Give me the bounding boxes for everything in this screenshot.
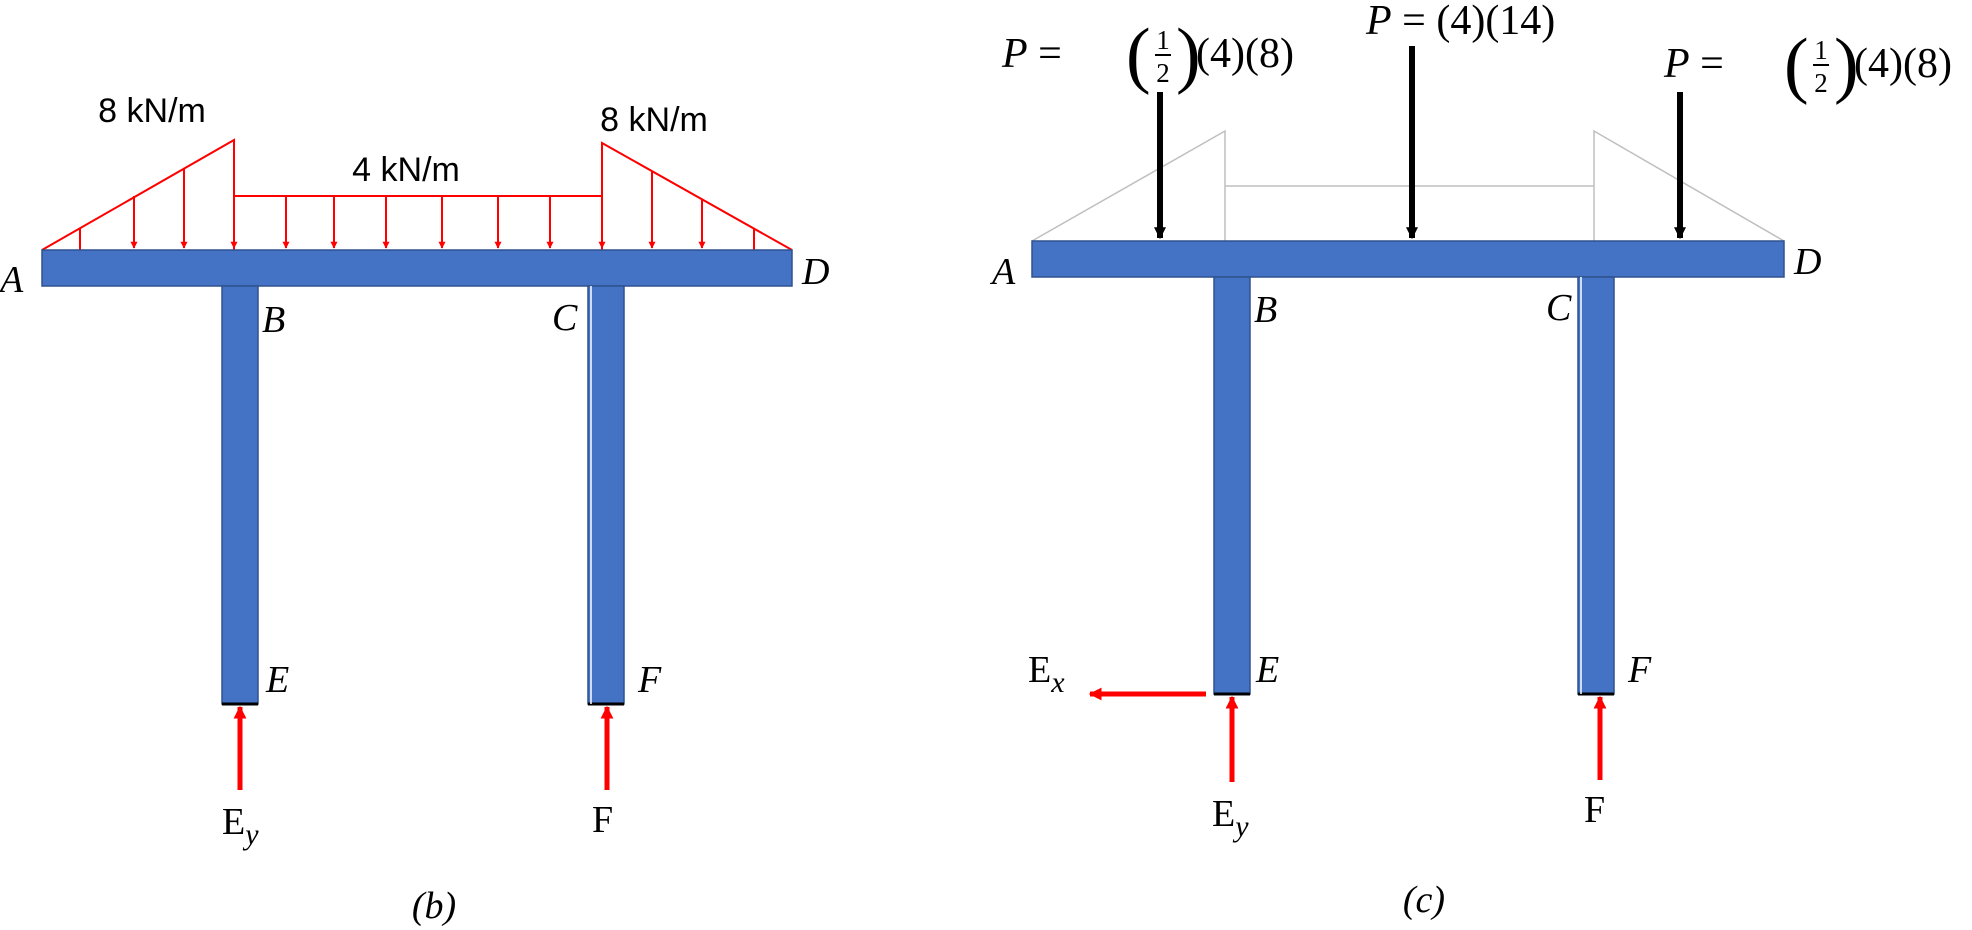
column-be [221,285,259,705]
guide-left-triangle [1031,129,1226,242]
force-mid-text: P = (4)(14) [1365,0,1555,44]
panel-b: 8 kN/m 4 kN/m 8 kN/m A B C D E F Ey F (b… [0,92,829,927]
reaction-label-f: F [592,799,613,841]
force-left-lhs: P = [1001,31,1062,77]
caption-b: (b) [412,885,456,927]
force-left-fraction-num: 1 [1156,25,1170,55]
node-label-c: C [552,297,578,339]
resultant-arrows [1154,46,1686,240]
node-label-a: A [989,251,1016,293]
force-left-paren-close: ) [1176,14,1201,96]
reaction-label-ey: Ey [222,801,259,851]
force-left-paren-open: ( [1126,14,1151,96]
load-label-right: 8 kN/m [600,101,708,139]
load-label-uniform: 4 kN/m [352,151,460,189]
load-outline-right-triangle [601,141,793,251]
reaction-label-f: F [1584,789,1605,831]
frame-c [1031,240,1785,695]
node-label-a: A [0,259,24,301]
reaction-label-ey: Ey [1212,793,1249,843]
force-right-lhs: P = [1663,41,1724,87]
force-label-mid: P = (4)(14) [1365,0,1555,44]
force-right-fraction-num: 1 [1814,35,1828,65]
reaction-arrows-c [1088,687,1607,782]
force-left-rhs: (4)(8) [1196,31,1294,77]
load-arrows [130,140,706,249]
force-right-paren-close: ) [1834,24,1859,106]
node-label-b: B [1254,289,1277,331]
guide-right-triangle [1593,129,1785,242]
caption-c: (c) [1403,879,1445,921]
panel-c: P = ( 1 2 ) (4)(8) P = (4)(14) P = ( 1 2… [989,0,1952,921]
node-label-e: E [1255,649,1279,691]
node-label-d: D [801,251,829,293]
force-right-rhs: (4)(8) [1854,41,1952,87]
force-label-right: P = ( 1 2 ) (4)(8) [1663,24,1952,106]
node-label-c: C [1546,287,1572,329]
force-right-paren-open: ( [1784,24,1809,106]
node-label-d: D [1793,241,1821,283]
force-label-left: P = ( 1 2 ) (4)(8) [1001,14,1294,96]
load-guide-outline [1031,129,1785,242]
column-cf [587,285,625,705]
node-label-e: E [265,659,289,701]
node-label-f: F [1627,649,1652,691]
node-label-b: B [262,299,285,341]
reaction-label-ex: Ex [1028,649,1065,699]
frame-b [41,249,793,705]
beam-ad [41,249,793,287]
column-be [1213,276,1251,695]
load-outline-left-triangle [41,138,235,251]
load-label-left: 8 kN/m [98,92,206,130]
beam-ad [1031,240,1785,278]
column-cf [1577,276,1615,695]
force-right-fraction-den: 2 [1814,68,1828,98]
node-label-f: F [637,659,662,701]
reaction-arrows-b [233,705,614,790]
force-left-fraction-den: 2 [1156,58,1170,88]
